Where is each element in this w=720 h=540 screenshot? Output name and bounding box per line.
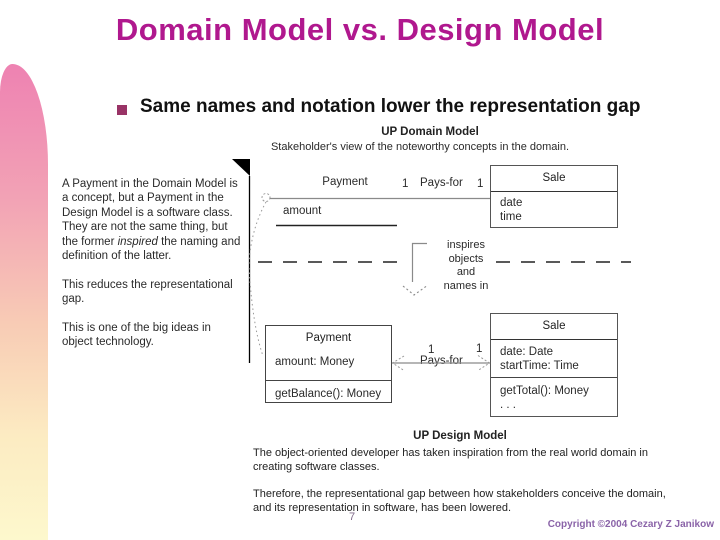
- leader-curve-to-domain-payment: [248, 201, 267, 265]
- design-association-arrowhead-right-icon: [477, 355, 491, 371]
- design-sale-method: . . .: [500, 399, 516, 411]
- domain-sale-attribute: time: [500, 211, 522, 223]
- domain-association-label: Pays-for: [420, 177, 463, 189]
- inspires-note-line: and: [456, 266, 476, 278]
- design-association-label: Pays-for: [418, 355, 465, 367]
- design-model-heading: UP Design Model: [413, 430, 507, 442]
- leader-endpoint-circle: [261, 193, 271, 202]
- design-sale-attribute: startTime: Time: [500, 360, 579, 372]
- design-payment-class-box: Payment amount: Money getBalance(): Mone…: [265, 325, 392, 403]
- design-payment-method: getBalance(): Money: [266, 380, 391, 401]
- inspires-bracket: [411, 242, 427, 282]
- design-sale-attribute: date: Date: [500, 346, 554, 358]
- design-association-multiplicity-right: 1: [476, 343, 483, 355]
- design-association-multiplicity-left: 1: [428, 344, 435, 356]
- annotation-paragraph-1-start: A Payment in the Domain Model is a conce…: [62, 178, 238, 248]
- annotation-paragraph-1-italic: inspired: [117, 235, 158, 248]
- annotation-block: A Payment in the Domain Model is a conce…: [62, 177, 242, 364]
- annotation-paragraph-1-end: the naming and definition of the latter.: [62, 235, 241, 263]
- annotation-paragraph-3: This is one of the big ideas in object t…: [62, 321, 211, 349]
- callout-triangle-icon: [232, 159, 250, 176]
- design-association-arrowhead-left-icon: [391, 355, 405, 371]
- annotation-paragraph-2: This reduces the representational gap.: [62, 278, 233, 306]
- domain-model-heading: UP Domain Model: [381, 126, 479, 138]
- domain-sale-attributes: date time: [491, 192, 617, 224]
- domain-model-subheading: Stakeholder's view of the noteworthy con…: [270, 141, 570, 153]
- domain-sale-attribute: date: [500, 197, 523, 209]
- bullet-icon: [117, 105, 127, 115]
- domain-payment-attribute: amount: [283, 205, 322, 217]
- design-sale-attributes: date: Date startTime: Time: [491, 340, 617, 377]
- design-sale-methods: getTotal(): Money . . .: [491, 377, 617, 412]
- domain-sale-class-name: Sale: [491, 166, 617, 192]
- page-title: Domain Model vs. Design Model: [115, 12, 605, 47]
- design-sale-class-box: Sale date: Date startTime: Time getTotal…: [490, 313, 618, 417]
- bullet-text: Same names and notation lower the repres…: [140, 96, 641, 117]
- domain-sale-class-box: Sale date time: [490, 165, 618, 228]
- inspires-note-line: objects: [448, 252, 484, 265]
- annotation-paragraph-1: A Payment in the Domain Model is a conce…: [62, 177, 242, 264]
- leader-curve-to-design-payment: [248, 267, 264, 357]
- domain-association-multiplicity-right: 1: [477, 178, 484, 190]
- design-model-description-2: Therefore, the representational gap betw…: [253, 488, 666, 515]
- page-number: 7: [349, 511, 356, 523]
- copyright-text: Copyright ©2004 Cezary Z Janikow: [547, 519, 714, 530]
- domain-association-multiplicity-left: 1: [402, 178, 409, 190]
- gradient-sidebar-decoration: [0, 64, 48, 540]
- domain-payment-class-name: Payment: [322, 176, 368, 188]
- inspires-note-line: inspires: [447, 239, 485, 251]
- design-sale-class-name: Sale: [491, 314, 617, 340]
- design-sale-method: getTotal(): Money: [500, 385, 589, 397]
- inspires-arrow-icon: [402, 284, 429, 296]
- design-model-description-1: The object-oriented developer has taken …: [253, 447, 648, 474]
- inspires-note-line: names in: [443, 279, 489, 292]
- inspires-note: inspires objects and names in: [428, 239, 504, 293]
- design-payment-class-name: Payment: [305, 332, 352, 344]
- design-payment-attribute: amount: Money: [275, 356, 355, 368]
